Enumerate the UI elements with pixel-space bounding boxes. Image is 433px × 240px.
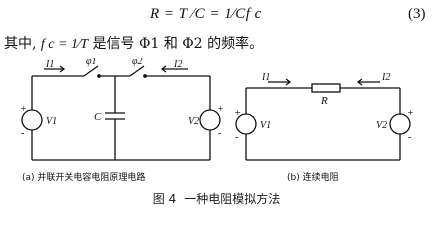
circuit-b-label-v2: V2 — [376, 120, 387, 131]
equation-formula: R = T ∕C = 1∕Cf c — [150, 6, 262, 22]
circuit-diagrams: I1 I2 φ1 φ2 C V1 V2 + - + - — [20, 58, 414, 161]
circuit-b-v1-minus: - — [235, 132, 238, 143]
circuit-a-label-c: C — [94, 111, 102, 123]
circuit-b-v1-plus: + — [234, 108, 241, 119]
body-prefix: 其中, — [4, 36, 41, 52]
body-fc: f c = 1∕T — [40, 37, 89, 52]
circuit-a-arrow-i1-head — [59, 65, 66, 73]
circuit-b-label-r: R — [320, 95, 328, 107]
circuit-a-label-i2: I2 — [173, 59, 182, 70]
circuit-b-arrow-i2-head — [356, 78, 363, 86]
circuit-b-labels: I1 I2 R V1 V2 + - + - — [234, 72, 414, 143]
circuit-b-v2-plus: + — [407, 108, 414, 119]
body-and: 和 — [159, 36, 183, 52]
circuit-a-labels: I1 I2 φ1 φ2 C V1 V2 + - + - — [20, 58, 224, 139]
circuit-a-switch-2 — [129, 65, 145, 77]
circuit-b-resistor — [311, 83, 341, 93]
circuit-b-v2-minus: - — [408, 132, 411, 143]
equation-line: R = T ∕C = 1∕Cf c (3) — [0, 4, 433, 26]
circuit-b-caption: (b) 连续电阻 — [287, 173, 339, 183]
circuit-a-label-phi2: φ2 — [132, 58, 143, 67]
circuit-a-label-phi1: φ1 — [86, 58, 97, 67]
circuit-a-switch-1 — [83, 65, 99, 77]
circuit-a-label-v2: V2 — [188, 116, 199, 127]
circuit-a-label-i1: I1 — [45, 59, 54, 70]
circuit-a-contact-1 — [97, 74, 101, 78]
page: R = T ∕C = 1∕Cf c (3) 其中, f c = 1∕T 是信号 … — [0, 4, 433, 207]
figure-title: 一种电阻模拟方法 — [184, 192, 281, 206]
figure-label: 图 4 — [152, 192, 177, 206]
body-middle: 是信号 — [88, 36, 139, 52]
circuit-b-arrow-i1-head — [285, 78, 292, 86]
circuit-b-label-i1: I1 — [261, 72, 270, 83]
figure-caption: 图 4 一种电阻模拟方法 — [0, 190, 433, 207]
body-phi1: Φ1 — [139, 36, 160, 52]
circuit-a — [21, 65, 221, 161]
circuit-a-label-v1: V1 — [46, 116, 57, 127]
circuit-a-v2-minus: - — [218, 128, 221, 139]
circuit-a-caption: (a) 并联开关电容电阻原理电路 — [22, 173, 146, 183]
circuit-a-v1-plus: + — [20, 104, 27, 115]
circuit-a-v2-plus: + — [217, 104, 224, 115]
circuit-b-label-i2: I2 — [381, 72, 390, 83]
circuit-a-v1-minus: - — [21, 128, 24, 139]
circuit-a-contact-2 — [143, 74, 147, 78]
circuit-b — [235, 78, 411, 161]
circuit-a-arrow-i2-head — [160, 65, 167, 73]
body-phi2: Φ2 — [182, 36, 203, 52]
body-text: 其中, f c = 1∕T 是信号 Φ1 和 Φ2 的频率。 — [4, 33, 429, 55]
circuit-b-label-v1: V1 — [260, 120, 271, 131]
equation-number: (3) — [408, 6, 426, 22]
body-suffix: 的频率。 — [202, 36, 264, 52]
